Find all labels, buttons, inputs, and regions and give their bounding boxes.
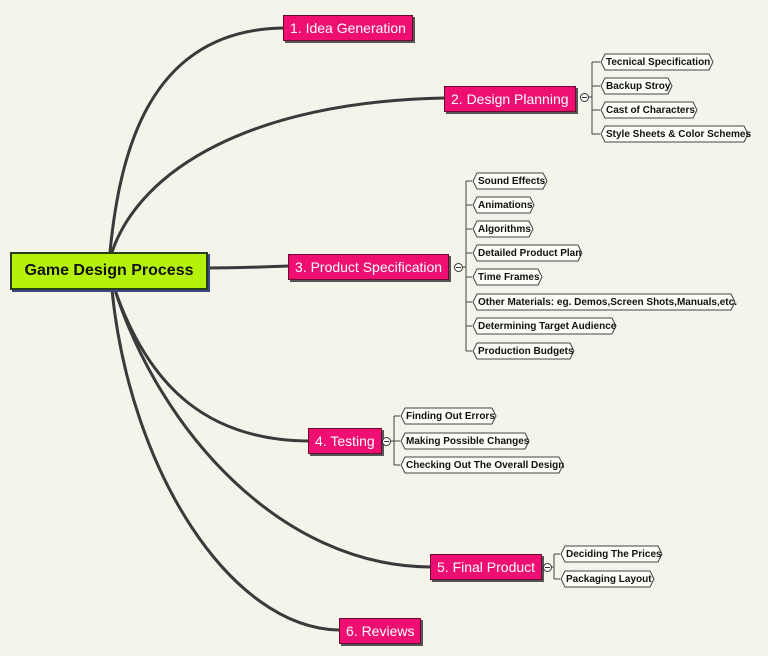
leaf-overall-design[interactable]: Checking Out The Overall Design <box>406 460 565 471</box>
leaf-frame <box>600 53 714 71</box>
leaf-frame <box>472 244 583 262</box>
leaf-technical-specification[interactable]: Tecnical Specification <box>606 57 711 68</box>
bracket-final-product <box>551 553 560 580</box>
leaf-animations[interactable]: Animations <box>478 200 533 211</box>
leaf-frame <box>472 342 575 360</box>
connector-root-to-product-specification <box>206 264 290 270</box>
leaf-frame <box>600 101 698 119</box>
leaf-style-sheets[interactable]: Style Sheets & Color Schemes <box>606 129 752 140</box>
connector-root-to-reviews <box>110 288 341 632</box>
bracket-design-planning <box>586 61 600 135</box>
connector-root-to-testing <box>113 288 310 443</box>
leaf-frame <box>472 317 617 335</box>
leaf-possible-changes[interactable]: Making Possible Changes <box>406 436 530 447</box>
branch-design-planning[interactable]: 2. Design Planning <box>444 86 576 112</box>
root-node-label: Game Design Process <box>24 262 194 279</box>
branch-label: 5. Final Product <box>437 559 536 575</box>
collapse-toggle-icon[interactable] <box>454 263 463 272</box>
bracket-testing <box>391 415 400 466</box>
leaf-backup-story[interactable]: Backup Stroy <box>606 81 671 92</box>
leaf-finding-errors[interactable]: Finding Out Errors <box>406 411 495 422</box>
branch-reviews[interactable]: 6. Reviews <box>339 618 422 644</box>
leaf-frame <box>472 196 535 214</box>
leaf-frame <box>560 545 663 563</box>
collapse-toggle-icon[interactable] <box>580 93 589 102</box>
connector-root-to-idea-generation <box>108 26 285 254</box>
collapse-toggle-icon[interactable] <box>382 437 391 446</box>
bracket-product-specification <box>462 180 472 352</box>
leaf-production-budgets[interactable]: Production Budgets <box>478 346 574 357</box>
branch-label: 6. Reviews <box>346 623 415 639</box>
leaf-frame <box>560 570 655 588</box>
leaf-frame <box>472 220 534 238</box>
leaf-frame <box>472 172 548 190</box>
branch-label: 2. Design Planning <box>451 91 569 107</box>
branch-testing[interactable]: 4. Testing <box>308 428 382 454</box>
connector-root-to-final-product <box>113 288 432 569</box>
leaf-frame <box>600 125 749 143</box>
branch-final-product[interactable]: 5. Final Product <box>430 554 543 580</box>
connector-root-to-design-planning <box>110 96 446 254</box>
leaf-deciding-prices[interactable]: Deciding The Prices <box>566 549 662 560</box>
leaf-packaging-layout[interactable]: Packaging Layout <box>566 574 652 585</box>
leaf-cast-of-characters[interactable]: Cast of Characters <box>606 105 695 116</box>
leaf-frame <box>400 407 497 425</box>
leaf-target-audience[interactable]: Determining Target Audience <box>478 321 617 332</box>
branch-product-specification[interactable]: 3. Product Specification <box>288 254 450 280</box>
leaf-other-materials[interactable]: Other Materials: eg. Demos,Screen Shots,… <box>478 297 737 308</box>
branch-label: 1. Idea Generation <box>290 20 406 36</box>
leaf-frame <box>400 456 564 474</box>
leaf-sound-effects[interactable]: Sound Effects <box>478 176 546 187</box>
branch-idea-generation[interactable]: 1. Idea Generation <box>283 15 413 41</box>
branch-label: 3. Product Specification <box>295 259 443 275</box>
leaf-detailed-product-plan[interactable]: Detailed Product Plan <box>478 248 582 259</box>
leaf-frame <box>600 77 673 95</box>
leaf-time-frames[interactable]: Time Frames <box>478 272 540 283</box>
leaf-frame <box>472 268 543 286</box>
collapse-toggle-icon[interactable] <box>543 563 552 572</box>
leaf-frame <box>400 432 530 450</box>
branch-label: 4. Testing <box>315 433 375 449</box>
leaf-frame <box>472 293 736 311</box>
leaf-algorithms[interactable]: Algorithms <box>478 224 531 235</box>
root-node[interactable]: Game Design Process <box>10 252 208 290</box>
